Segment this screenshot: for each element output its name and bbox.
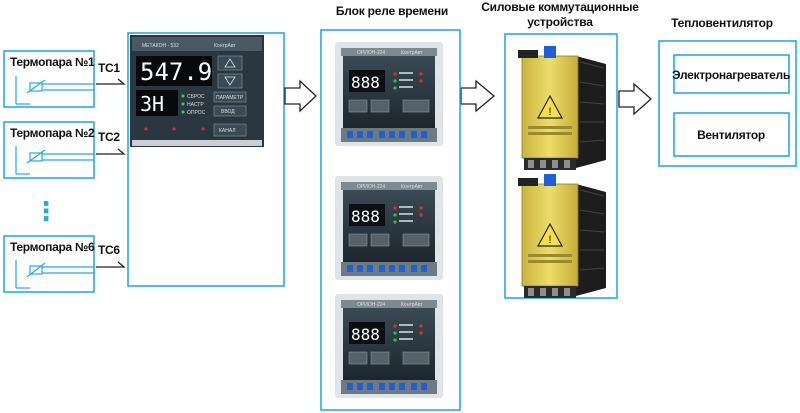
power-devices-block — [504, 33, 618, 299]
arrow-controller-to-relays-icon — [284, 79, 317, 113]
svg-text:КонтрАвт: КонтрАвт — [401, 50, 423, 56]
relay-device-1: ОРИОН-224 КонтрАвт 888 — [334, 41, 444, 147]
controller-led-label-reset: СБРОС — [187, 94, 205, 100]
sensor-6-arrow-icon — [96, 261, 126, 268]
controller-channel-label: КАНАЛ — [219, 128, 236, 134]
fan-box — [673, 112, 790, 157]
sensor-2-tc: ТС2 — [98, 130, 120, 144]
controller-up-button[interactable] — [217, 55, 243, 71]
sensor-1-label: Термопара №1 — [10, 55, 95, 69]
arrow-relays-to-power-icon — [460, 79, 496, 113]
controller-brand: МЕТАКОН - 532 — [142, 43, 179, 49]
sensor-1-tc: ТС1 — [98, 61, 120, 75]
controller-enter-button[interactable] — [213, 105, 247, 117]
sensor-2: Термопара №2 ТС2 — [3, 121, 126, 179]
controller-led-label-setup: НАСТР — [187, 102, 204, 108]
heater-element-label: Электронагреватель — [672, 68, 790, 82]
contactor-2 — [517, 173, 607, 299]
sensor-2-label: Термопара №2 — [10, 126, 95, 140]
sensor-6-label: Термопара №6 — [10, 240, 95, 254]
fan-label: Вентилятор — [697, 128, 765, 142]
sensor-2-frame — [3, 121, 95, 179]
up-arrow-icon — [224, 58, 236, 68]
controller-led-label-poll: ОПРОС — [187, 110, 206, 116]
down-arrow-icon — [224, 76, 236, 86]
sensor-6-tc: ТС6 — [98, 243, 120, 257]
svg-text:ОРИОН-224: ОРИОН-224 — [357, 184, 386, 190]
sensor-ellipsis: ⋮ — [33, 197, 59, 227]
controller-display-bottom: 3H — [140, 92, 164, 116]
sensor-6-frame — [3, 235, 95, 293]
heater-block: Электронагреватель Вентилятор — [658, 40, 797, 167]
relay-device-3: ОРИОН-224 КонтрАвт 888 — [334, 293, 444, 399]
arrow-power-to-heater-icon — [618, 82, 652, 116]
controller-display-top: 547.9 — [140, 58, 212, 86]
heater-title: Тепловентилятор — [671, 16, 773, 30]
sensor-2-arrow-icon — [96, 148, 126, 155]
sensor-1: Термопара №1 ТС1 — [3, 50, 126, 108]
thermocouple-1-icon — [15, 76, 94, 105]
svg-text:КонтрАвт: КонтрАвт — [401, 184, 423, 190]
relay-block-title: Блок реле времени — [336, 4, 448, 18]
sensor-6: Термопара №6 ТС6 — [3, 235, 126, 293]
contactor-1 — [517, 45, 607, 171]
relay-block: ОРИОН-224 КонтрАвт 888 ОРИОН-224 КонтрАв… — [320, 29, 461, 411]
relay-device-2: ОРИОН-224 КонтрАвт 888 — [334, 175, 444, 281]
controller-channel-button[interactable] — [213, 123, 247, 137]
thermocouple-2-icon — [15, 146, 94, 175]
sensor-1-frame — [3, 50, 95, 108]
controller-block: МЕТАКОН - 532 КонтрАвт 547.9 3H СБРОС НА… — [127, 32, 285, 287]
controller-maker: КонтрАвт — [214, 43, 236, 49]
svg-text:ОРИОН-224: ОРИОН-224 — [357, 302, 386, 308]
svg-text:888: 888 — [351, 73, 380, 92]
heater-element-box — [673, 54, 790, 94]
thermocouple-6-icon — [15, 260, 94, 289]
svg-text:888: 888 — [351, 325, 380, 344]
svg-text:888: 888 — [351, 207, 380, 226]
sensor-1-arrow-icon — [96, 78, 126, 85]
svg-text:ОРИОН-224: ОРИОН-224 — [357, 50, 386, 56]
svg-text:КонтрАвт: КонтрАвт — [401, 302, 423, 308]
controller-enter-label: ВВОД — [221, 109, 235, 115]
controller-device: МЕТАКОН - 532 КонтрАвт 547.9 3H СБРОС НА… — [130, 35, 264, 147]
controller-down-button[interactable] — [217, 73, 243, 89]
power-devices-title-line2: устройства — [527, 15, 593, 29]
controller-param-label: ПАРАМЕТР — [216, 95, 244, 101]
controller-param-button[interactable] — [213, 91, 247, 103]
power-devices-title-line1: Силовые коммутационные — [481, 0, 639, 14]
